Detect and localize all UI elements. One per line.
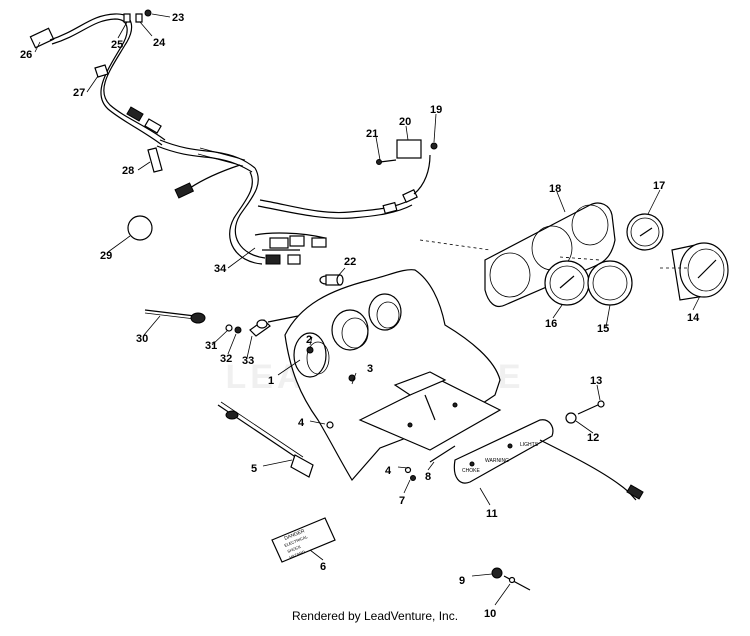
part-7-screw bbox=[410, 475, 416, 481]
callout-5: 5 bbox=[251, 463, 257, 475]
part-28-clip bbox=[147, 147, 163, 173]
callout-11: 11 bbox=[486, 508, 498, 520]
callout-4a: 4 bbox=[298, 417, 305, 429]
callout-labels: 1 2 3 4 4 5 6 7 8 9 10 11 12 13 14 15 16… bbox=[20, 12, 700, 620]
part-33-bracket bbox=[249, 315, 299, 337]
harness-connector-26 bbox=[29, 27, 55, 49]
callout-3: 3 bbox=[367, 363, 373, 375]
callout-18: 18 bbox=[549, 183, 561, 195]
callout-leaders bbox=[34, 13, 701, 606]
part-16-gauge bbox=[544, 260, 590, 306]
part-20-relay bbox=[396, 139, 422, 159]
callout-2: 2 bbox=[306, 334, 312, 346]
wiring-harness bbox=[29, 13, 431, 265]
part-1-dash-panel bbox=[284, 269, 502, 482]
callout-21: 21 bbox=[366, 128, 378, 140]
part-15-ring bbox=[587, 260, 633, 306]
callout-8: 8 bbox=[425, 471, 431, 483]
part-2-screw bbox=[306, 346, 314, 354]
callout-12: 12 bbox=[587, 432, 599, 444]
callout-6: 6 bbox=[320, 561, 326, 573]
callout-7: 7 bbox=[399, 495, 405, 507]
callout-24: 24 bbox=[153, 37, 166, 49]
callout-28: 28 bbox=[122, 165, 134, 177]
part-19-nut bbox=[430, 142, 438, 150]
callout-34: 34 bbox=[214, 263, 227, 275]
part-14-tachometer bbox=[671, 242, 729, 301]
harness-clip bbox=[123, 13, 131, 23]
part-9-knob bbox=[491, 567, 503, 579]
part-30-cable bbox=[144, 309, 206, 324]
callout-9: 9 bbox=[459, 575, 465, 587]
callout-26: 26 bbox=[20, 49, 32, 61]
part-32-nut bbox=[234, 326, 242, 334]
part-11-switch-panel: CHOKE WARNING LIGHTS bbox=[453, 419, 554, 484]
callout-1: 1 bbox=[268, 375, 274, 387]
part-4-fastener bbox=[326, 421, 334, 429]
callout-17: 17 bbox=[653, 180, 665, 192]
part-6-decal: DANGER ELECTRICAL SHOCK HAZARD bbox=[271, 517, 336, 563]
callout-16: 16 bbox=[545, 318, 557, 330]
part-17-gauge bbox=[626, 213, 664, 251]
part-31-washer bbox=[225, 324, 233, 332]
callout-13: 13 bbox=[590, 375, 602, 387]
callout-32: 32 bbox=[220, 353, 232, 365]
part-29-ring bbox=[127, 215, 153, 241]
part-12-grommet bbox=[565, 412, 577, 424]
callout-15: 15 bbox=[597, 323, 609, 335]
part-13-lamp bbox=[577, 403, 601, 415]
callout-4b: 4 bbox=[385, 465, 392, 477]
callout-27: 27 bbox=[73, 87, 85, 99]
callout-25: 25 bbox=[111, 39, 123, 51]
callout-22: 22 bbox=[344, 256, 356, 268]
plug-27 bbox=[94, 64, 109, 78]
part-23-screw bbox=[144, 9, 152, 17]
part-8-rod bbox=[429, 445, 456, 463]
callout-33: 33 bbox=[242, 355, 254, 367]
part-22-switch bbox=[319, 274, 344, 286]
part-24-clamp bbox=[135, 13, 143, 23]
part-5-cable bbox=[217, 401, 314, 478]
console-label-lights: LIGHTS bbox=[520, 442, 539, 448]
console-label-choke: CHOKE bbox=[462, 468, 480, 474]
callout-20: 20 bbox=[399, 116, 411, 128]
callout-31: 31 bbox=[205, 340, 217, 352]
part-10-rod bbox=[503, 575, 531, 591]
part-18-gauge-bezel bbox=[484, 202, 616, 308]
callout-23: 23 bbox=[172, 12, 184, 24]
decal-line-3: SHOCK bbox=[287, 544, 302, 554]
callout-10: 10 bbox=[484, 608, 496, 620]
callout-19: 19 bbox=[430, 104, 442, 116]
callout-30: 30 bbox=[136, 333, 148, 345]
callout-29: 29 bbox=[100, 250, 112, 262]
part-21-screw bbox=[379, 159, 397, 163]
rendered-by-footer: Rendered by LeadVenture, Inc. bbox=[291, 609, 459, 623]
callout-14: 14 bbox=[687, 312, 700, 324]
console-label-warning: WARNING bbox=[485, 458, 509, 464]
decal-line-4: HAZARD bbox=[289, 549, 306, 560]
